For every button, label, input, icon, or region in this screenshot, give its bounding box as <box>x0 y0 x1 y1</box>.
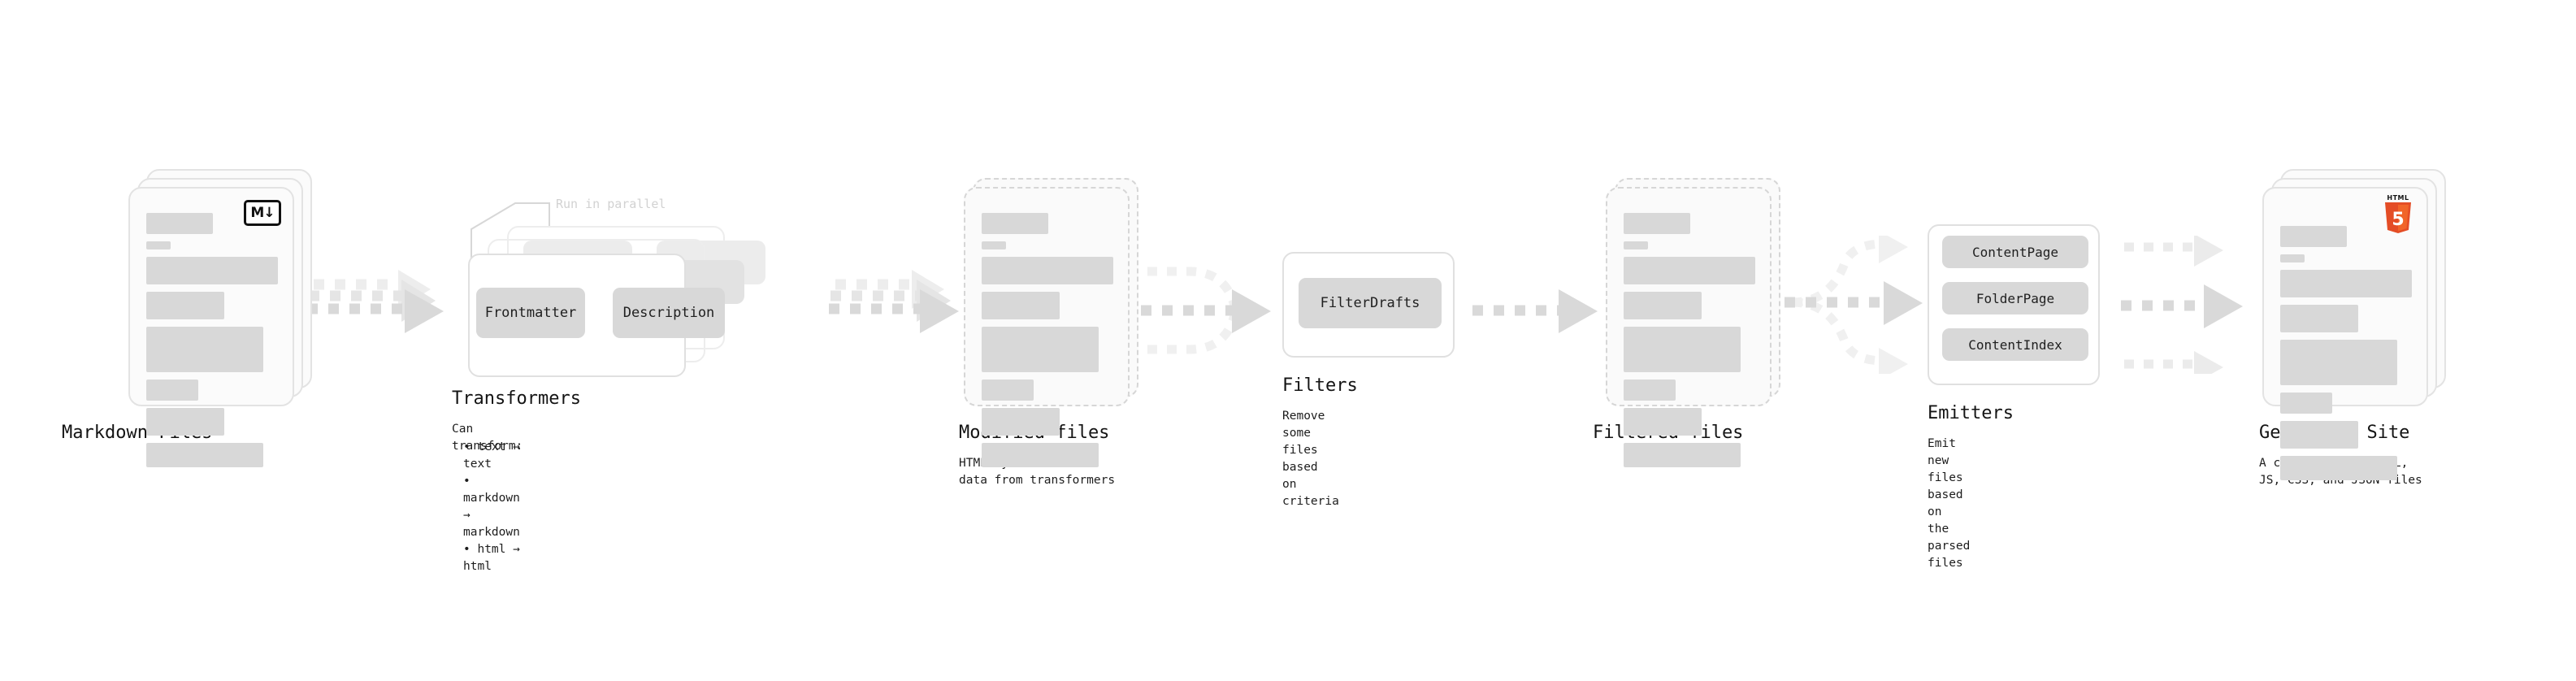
generated-card-front: HTML 5 <box>2262 187 2428 480</box>
filter-pill-filterdrafts[interactable]: FilterDrafts <box>1299 278 1442 328</box>
list-item: text → text <box>463 439 520 473</box>
stage-filtered-files: Filtered files <box>1593 178 1793 467</box>
transformers-box: Frontmatter Description <box>468 254 725 377</box>
run-in-parallel-connector <box>471 202 550 260</box>
emitter-pill-folderpage[interactable]: FolderPage <box>1942 282 2088 314</box>
emitter-pill-contentpage[interactable]: ContentPage <box>1942 236 2088 268</box>
flow-arrow-markdown-to-transformers <box>307 270 444 333</box>
stage-title-filters: Filters <box>1282 375 1358 396</box>
flow-arrow-filters-to-filtered <box>1472 289 1598 333</box>
emitters-desc: Emit new files based on the parsed files <box>1928 437 1971 570</box>
flow-arrow-transformers-to-modified <box>829 270 959 333</box>
skeleton-lines <box>1624 213 1755 475</box>
transformer-pill-description[interactable]: Description <box>613 288 725 338</box>
markdown-icon: M↓ <box>244 200 281 226</box>
html5-wordmark: HTML <box>2387 194 2409 202</box>
emitter-pill-contentindex[interactable]: ContentIndex <box>1942 328 2088 361</box>
modified-card-stack <box>964 178 1151 467</box>
transformer-pill-frontmatter[interactable]: Frontmatter <box>476 288 585 338</box>
list-item: markdown → markdown <box>463 473 520 541</box>
generated-card-stack: CSS HTML 5 <box>2262 169 2449 480</box>
filters-desc: Remove some files based on criteria <box>1282 410 1339 509</box>
modified-card-front <box>964 187 1130 467</box>
html5-shield: 5 <box>2385 202 2411 233</box>
stage-generated-site: CSS HTML 5 <box>2259 169 2449 487</box>
skeleton-lines <box>2280 226 2412 488</box>
transformers-transform-list: text → text markdown → markdown html → h… <box>452 439 520 575</box>
list-item: html → html <box>463 541 520 575</box>
svg-text:5: 5 <box>2392 210 2404 230</box>
filtered-card-stack <box>1606 178 1793 467</box>
stage-markdown-files: M↓ M↓ M↓ Markdown Files <box>62 169 315 467</box>
filters-box: FilterDrafts <box>1282 252 1455 358</box>
flow-arrow-filtered-to-emitters-split <box>1785 236 1923 374</box>
stage-modified-files: Modified files HTML Syntax Tree + data f… <box>959 178 1151 487</box>
emitters-box: ContentPage FolderPage ContentIndex <box>1928 224 2100 385</box>
flow-arrow-emitters-to-site <box>2121 236 2243 374</box>
skeleton-lines <box>146 213 278 475</box>
markdown-card-stack: M↓ M↓ M↓ <box>128 169 315 467</box>
stage-title-transformers: Transformers <box>452 388 581 409</box>
html5-icon: HTML 5 <box>2383 195 2413 233</box>
skeleton-lines <box>982 213 1113 475</box>
markdown-card-front: M↓ <box>128 187 294 467</box>
filtered-card-front <box>1606 187 1772 467</box>
run-in-parallel-label: Run in parallel <box>556 197 666 211</box>
flow-arrow-modified-to-filters-merge <box>1141 267 1271 354</box>
stage-title-emitters: Emitters <box>1928 403 2014 423</box>
